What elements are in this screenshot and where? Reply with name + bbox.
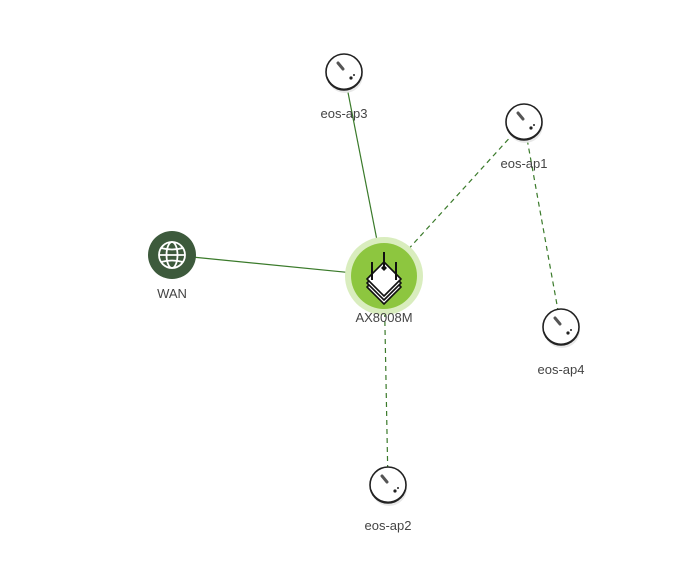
wan-label: WAN [157,286,187,301]
globe-icon [158,241,186,269]
link-gateway-ap1 [383,121,525,277]
router-icon [366,252,402,305]
eos-ap4-label: eos-ap4 [538,362,585,377]
node-eos-ap3[interactable]: eos-ap3 [321,52,368,121]
access-point-icon [368,465,409,508]
node-wan[interactable]: WAN [148,231,196,301]
access-point-icon [324,52,365,95]
node-eos-ap1[interactable]: eos-ap1 [501,102,548,171]
gateway-label: AX8008M [355,310,412,325]
node-gateway[interactable]: AX8008M [345,237,423,325]
eos-ap2-label: eos-ap2 [365,518,412,533]
node-eos-ap2[interactable]: eos-ap2 [365,465,412,533]
eos-ap1-label: eos-ap1 [501,156,548,171]
access-point-icon [504,102,545,145]
link-ap1-ap4 [523,121,562,328]
access-point-icon [541,307,582,350]
node-eos-ap4[interactable]: eos-ap4 [538,307,585,377]
eos-ap3-label: eos-ap3 [321,106,368,121]
link-gateway-ap2 [383,275,389,486]
